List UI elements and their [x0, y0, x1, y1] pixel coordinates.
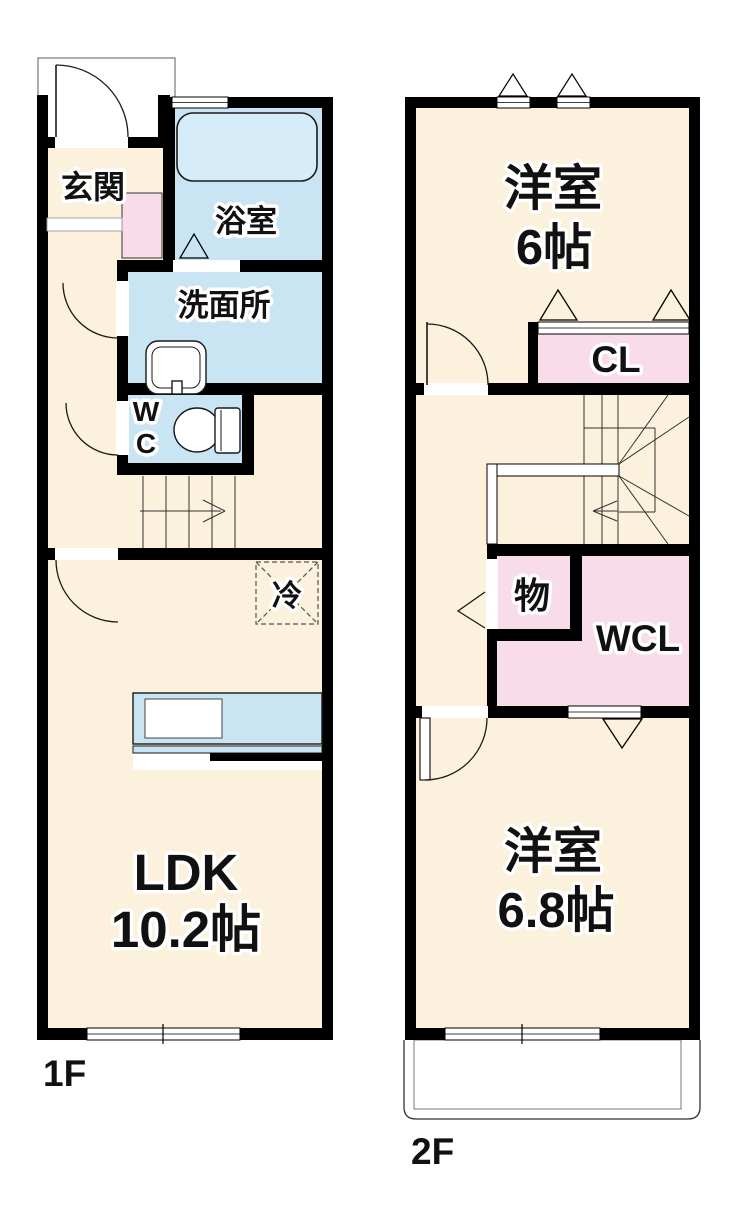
- bedroom1-label-line1: 洋室: [504, 162, 602, 216]
- window-top-1f: [171, 96, 229, 109]
- bedroom2-label-line1: 洋室: [504, 825, 602, 879]
- floor2-caption: 2F: [411, 1131, 454, 1172]
- 1f-staircase: [140, 476, 236, 548]
- walkin-closet-floor: [582, 556, 689, 706]
- bedroom2-label-line2: 6.8帖: [497, 884, 614, 938]
- wc-door-swing: [65, 402, 119, 456]
- closet-floor: [538, 334, 689, 383]
- walkin-door-marker: [601, 718, 644, 750]
- 1f-doors: [55, 64, 210, 623]
- bedroom1-door-swing: [426, 323, 489, 386]
- vent-marker-right: [556, 72, 588, 97]
- bedroom2-door-leaf: [419, 717, 431, 781]
- 2f-room-fills: [416, 108, 689, 1028]
- wc-label-line1: W: [133, 396, 160, 427]
- bath-label: 浴室: [215, 204, 277, 239]
- toilet: [173, 407, 241, 454]
- vent-marker-left: [497, 72, 529, 97]
- walkin-access-line: [567, 705, 642, 719]
- balcony: [403, 1039, 701, 1120]
- ldk-door-swing: [55, 559, 119, 623]
- storage-label: 物: [514, 575, 550, 616]
- washbasin: [145, 340, 207, 395]
- closet-door-line: [537, 321, 690, 335]
- ldk-label-line1: LDK: [134, 844, 239, 901]
- 1f-fixtures: [132, 112, 323, 770]
- window-top-2f-left: [496, 96, 531, 109]
- window-top-2f-right: [556, 96, 591, 109]
- refrigerator-space: [255, 561, 319, 625]
- storage-door-marker: [456, 591, 486, 629]
- kitchen-sink: [144, 698, 223, 739]
- ldk-label-line2: 10.2帖: [111, 901, 261, 958]
- 1f-labels: 玄関 浴室 洗面所 W C 冷 LDK 10.2帖 1F: [40, 166, 306, 1098]
- wc-label-line2: C: [136, 428, 156, 459]
- bedroom2-door-opening: [422, 706, 488, 718]
- entrance-canopy: [37, 57, 176, 139]
- shoe-cabinet: [121, 192, 163, 259]
- closet-door-marker-right: [651, 288, 692, 321]
- 1f-openings: [46, 96, 241, 1044]
- window-bottom-2f: [444, 1024, 601, 1044]
- washroom-door-opening: [116, 281, 129, 336]
- entrance-step: [46, 217, 123, 232]
- storage-door-opening: [486, 559, 498, 629]
- fridge-label: 冷: [272, 580, 302, 613]
- closet-label: CL: [591, 339, 640, 380]
- 2f-labels: 洋室 6帖 CL 物 WCL 洋室 6.8帖 2F: [408, 159, 684, 1176]
- floor-2f: 洋室 6帖 CL 物 WCL 洋室 6.8帖 2F: [403, 72, 701, 1176]
- floor1-caption: 1F: [43, 1053, 86, 1094]
- bath-folding-door-marker: [178, 232, 210, 259]
- bath-door-opening: [173, 260, 240, 272]
- entrance-label: 玄関: [61, 169, 125, 205]
- 2f-doors: [419, 322, 489, 781]
- 2f-staircase: [486, 394, 690, 545]
- bathtub: [176, 112, 318, 182]
- bedroom1-door-opening: [424, 383, 488, 395]
- stair-rail: [486, 463, 620, 477]
- stairs-up-arrow: [202, 499, 226, 523]
- walkin-label: WCL: [596, 618, 680, 659]
- bedroom2-door-swing: [424, 717, 488, 781]
- bedroom1-label-line2: 6帖: [516, 221, 592, 275]
- washroom-label: 洗面所: [178, 288, 271, 323]
- ldk-door-opening: [55, 548, 118, 560]
- wc-door-opening: [116, 401, 129, 455]
- entrance-door-swing: [55, 64, 129, 138]
- 2f-openings: [422, 72, 692, 1044]
- stairs-down-arrow: [592, 500, 618, 522]
- entrance-door-opening: [55, 137, 128, 148]
- closet-door-marker-left: [538, 288, 579, 321]
- window-bottom-1f: [86, 1024, 241, 1044]
- washroom-door-swing: [62, 282, 119, 339]
- kitchen-counter: [132, 692, 323, 770]
- floor-1f: 玄関 浴室 洗面所 W C 冷 LDK 10.2帖 1F: [37, 57, 333, 1098]
- storage-floor: [497, 556, 570, 629]
